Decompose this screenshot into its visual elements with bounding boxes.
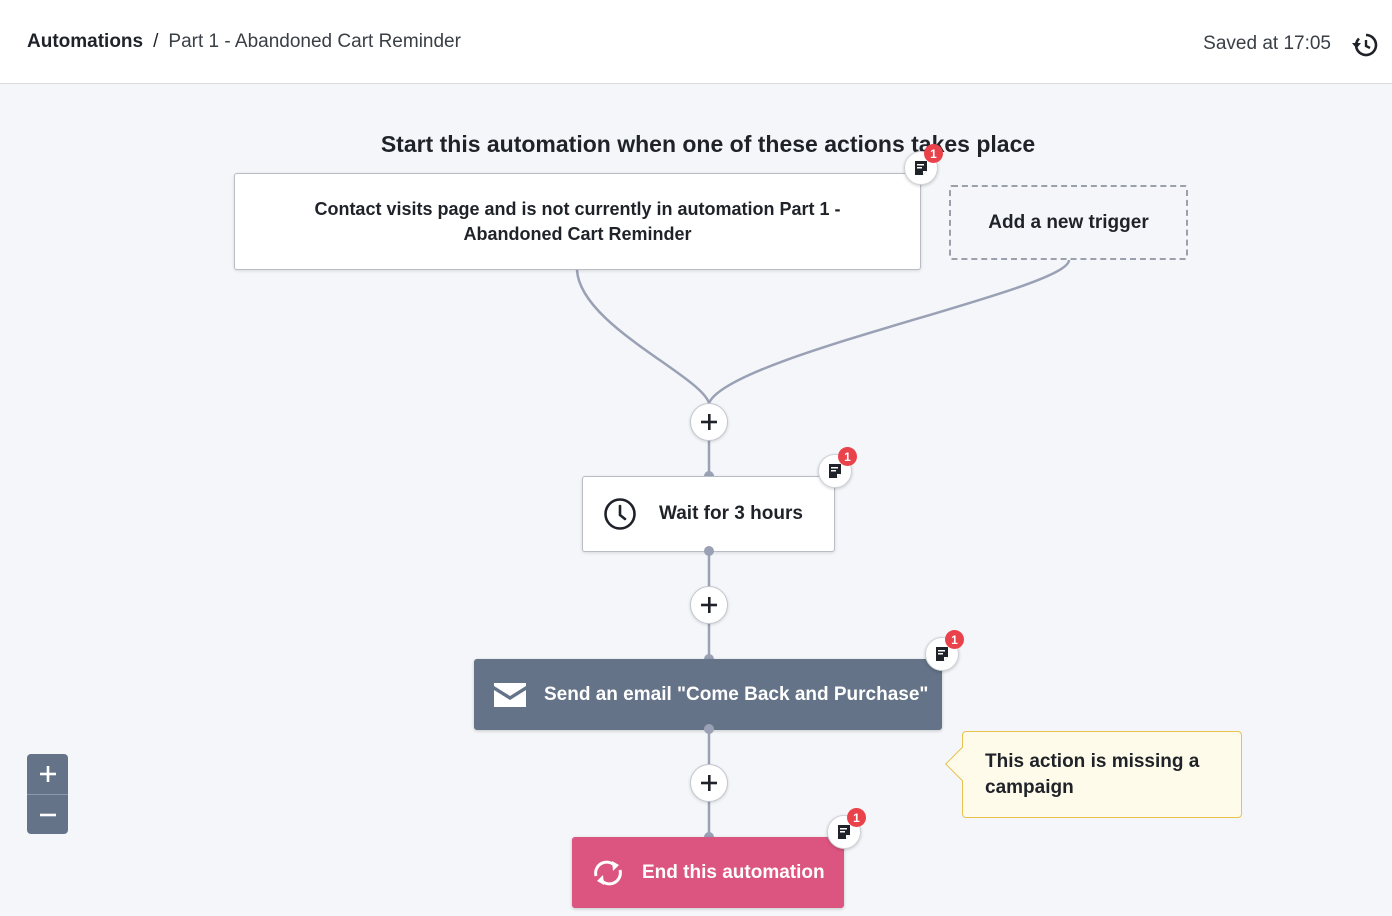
zoom-in-button[interactable] [27, 754, 68, 794]
wait-step-card[interactable]: Wait for 3 hours [582, 476, 835, 552]
minus-icon [39, 813, 56, 816]
zoom-out-button[interactable] [27, 794, 68, 834]
trigger-connector [575, 269, 711, 404]
notification-badge: 1 [945, 630, 964, 649]
notification-badge: 1 [924, 144, 943, 163]
zoom-controls [27, 754, 68, 834]
send-email-step-card[interactable]: Send an email "Come Back and Purchase" [474, 659, 942, 730]
add-trigger-button[interactable]: Add a new trigger [949, 185, 1188, 260]
add-trigger-label: Add a new trigger [988, 211, 1149, 233]
add-step-button[interactable] [690, 586, 728, 624]
connector-dot [704, 724, 714, 734]
notification-badge: 1 [847, 808, 866, 827]
saved-status: Saved at 17:05 [1203, 33, 1331, 54]
trigger-label: Contact visits page and is not currently… [314, 198, 841, 244]
send-email-step-label: Send an email "Come Back and Purchase" [544, 683, 929, 705]
missing-campaign-warning: This action is missing a campaign [945, 731, 1242, 818]
notification-badge: 1 [838, 447, 857, 466]
add-step-button[interactable] [690, 764, 728, 802]
breadcrumb: Automations / Part 1 - Abandoned Cart Re… [27, 31, 461, 53]
note-icon [936, 647, 948, 661]
breadcrumb-separator: / [153, 31, 159, 52]
plus-icon [701, 775, 717, 791]
envelope-icon [494, 682, 526, 707]
history-icon[interactable] [1351, 31, 1379, 59]
note-icon [838, 825, 850, 839]
note-icon [915, 161, 927, 175]
add-step-button[interactable] [690, 403, 728, 441]
warning-text: This action is missing a campaign [985, 751, 1200, 798]
trigger-card[interactable]: Contact visits page and is not currently… [234, 173, 921, 270]
end-automation-label: End this automation [642, 861, 825, 883]
breadcrumb-automations-link[interactable]: Automations [27, 31, 144, 52]
plus-icon [701, 414, 717, 430]
plus-icon [701, 597, 717, 613]
email-note-button[interactable]: 1 [925, 630, 964, 671]
end-note-button[interactable]: 1 [827, 808, 866, 849]
breadcrumb-current: Part 1 - Abandoned Cart Reminder [168, 31, 461, 52]
clock-icon [604, 498, 636, 530]
end-automation-step-card[interactable]: End this automation [572, 837, 844, 908]
automation-canvas[interactable]: Start this automation when one of these … [0, 85, 1392, 916]
plus-icon [39, 766, 56, 782]
top-bar: Automations / Part 1 - Abandoned Cart Re… [0, 0, 1392, 84]
connector-dot [704, 546, 714, 556]
wait-note-button[interactable]: 1 [818, 447, 857, 488]
loop-icon [594, 860, 622, 885]
add-trigger-connector [707, 259, 1071, 404]
wait-step-label: Wait for 3 hours [659, 503, 803, 524]
trigger-note-button[interactable]: 1 [904, 144, 943, 185]
note-icon [829, 464, 841, 478]
